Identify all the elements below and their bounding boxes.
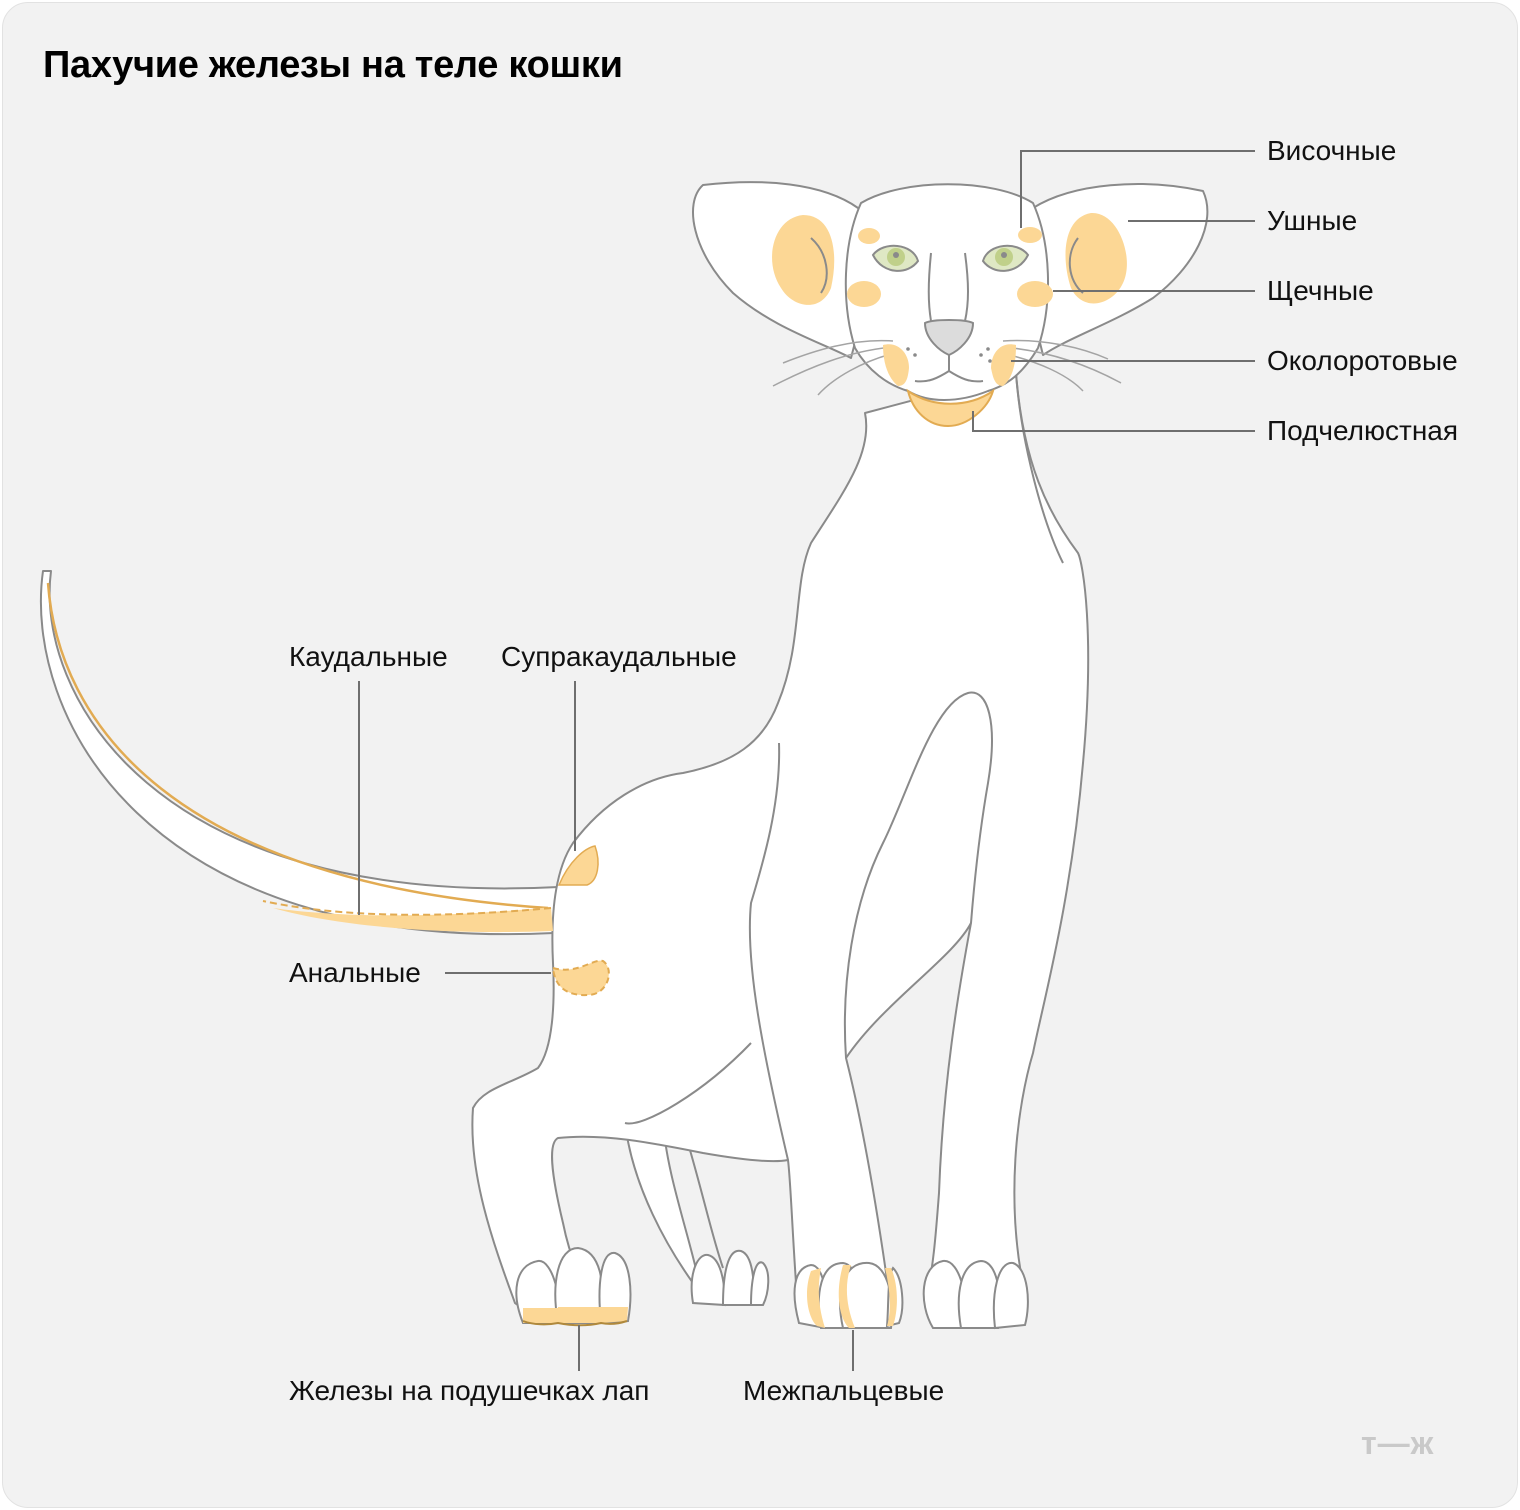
label-ear: Ушные — [1267, 205, 1358, 236]
anal-gland — [551, 959, 610, 997]
perioral-gland-left — [883, 344, 909, 386]
perioral-gland-right — [991, 344, 1016, 386]
label-anal: Анальные — [289, 957, 421, 988]
ear-gland-left — [772, 215, 835, 305]
leader-submandibular — [972, 411, 1255, 432]
tail — [39, 570, 560, 936]
cat-body — [471, 372, 1090, 1324]
front-right-paw — [922, 1259, 1029, 1330]
supracaudal-gland — [557, 845, 599, 886]
back-left-paw — [690, 1249, 770, 1307]
ears — [692, 181, 1209, 359]
label-supracaudal: Супракаудальные — [501, 641, 737, 672]
label-paw-pads: Железы на подушечках лап — [289, 1375, 650, 1406]
cheek-gland-left — [847, 281, 881, 307]
label-cheek: Щечные — [1267, 275, 1374, 306]
label-interdigital: Межпальцевые — [743, 1375, 945, 1406]
nose — [923, 319, 975, 357]
page-title: Пахучие железы на теле кошки — [43, 44, 623, 86]
cat-head — [772, 183, 1122, 428]
submandibular-gland — [906, 388, 995, 428]
rear-glands — [262, 845, 610, 997]
paws — [515, 1246, 1029, 1330]
leader-lines — [358, 150, 1255, 1371]
temporal-gland-right — [1018, 227, 1042, 243]
tzh-logo: т—ж — [1361, 1425, 1435, 1461]
label-caudal: Каудальные — [289, 641, 448, 672]
front-paw-interdigital — [793, 1261, 904, 1330]
label-submandibular: Подчелюстная — [1267, 415, 1459, 446]
cat-diagram — [39, 150, 1255, 1371]
ear-gland-right — [1065, 212, 1127, 304]
label-perioral: Околоротовые — [1267, 345, 1458, 376]
leader-temporal — [1020, 150, 1255, 228]
cheek-gland-right — [1017, 281, 1053, 307]
back-paw-pads — [515, 1246, 632, 1327]
temporal-gland-left — [858, 228, 880, 244]
label-temporal: Височные — [1267, 135, 1397, 166]
